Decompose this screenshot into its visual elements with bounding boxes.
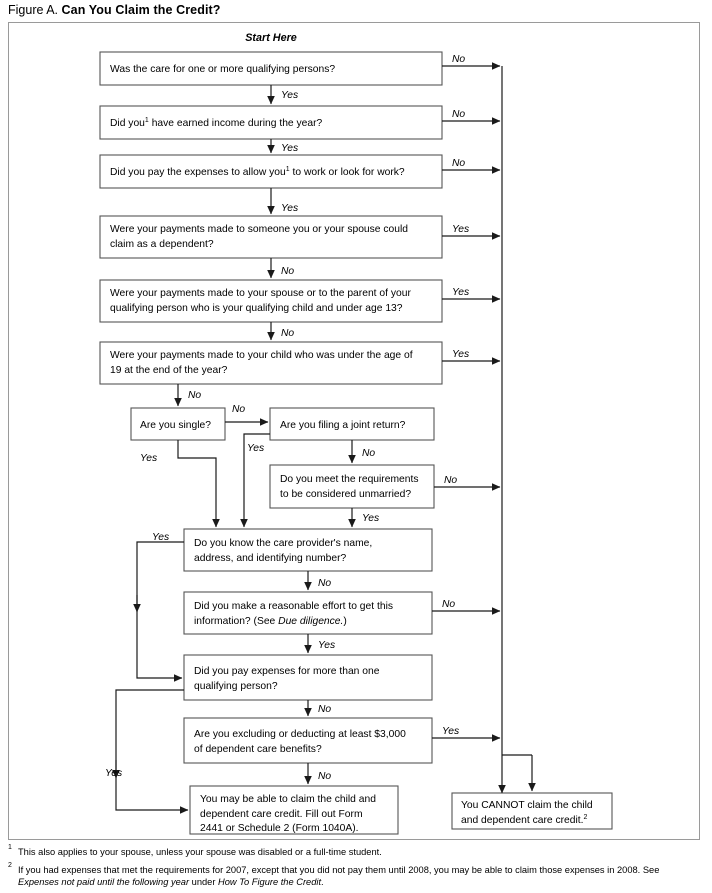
- q4-text-2: claim as a dependent?: [110, 239, 214, 250]
- figure-title: Figure A. Can You Claim the Credit?: [8, 3, 221, 17]
- arrow-q8-yes-q10: [240, 433, 270, 528]
- q1-text: Was the care for one or more qualifying …: [110, 64, 335, 75]
- q3-text: Did you pay the expenses to allow you1 t…: [110, 166, 405, 178]
- label-q9-no: No: [444, 475, 457, 486]
- q10-text-2: address, and identifying number?: [194, 553, 347, 564]
- label-q3-yes: Yes: [281, 203, 298, 214]
- arrow-q7-yes-q10: [177, 440, 220, 528]
- q5-text: Were your payments made to your spouse o…: [110, 288, 411, 299]
- label-q5-no: No: [281, 328, 294, 339]
- label-q8-yes: Yes: [247, 443, 264, 454]
- label-q8-no: No: [362, 448, 375, 459]
- footnote-2: 2 If you had expenses that met the requi…: [8, 861, 708, 889]
- label-q12-yes: Yes: [105, 768, 122, 779]
- no-outcome-text: You CANNOT claim the child: [461, 800, 593, 811]
- q2-text: Did you1 have earned income during the y…: [110, 117, 323, 129]
- label-q13-yes: Yes: [442, 726, 459, 737]
- footnote-2-part1: If you had expenses that met the require…: [18, 864, 660, 875]
- label-q13-no: No: [318, 771, 331, 782]
- q9-text: Do you meet the requirements: [280, 474, 419, 485]
- start-here-label: Start Here: [245, 32, 297, 44]
- q13-text: Are you excluding or deducting at least …: [194, 729, 406, 740]
- figure-label: Figure A.: [8, 3, 59, 17]
- label-q10-yes: Yes: [152, 532, 169, 543]
- label-q11-yes: Yes: [318, 640, 335, 651]
- q6-text: Were your payments made to your child wh…: [110, 350, 413, 361]
- q5-text-2: qualifying person who is your qualifying…: [110, 303, 403, 314]
- label-q12-no: No: [318, 704, 331, 715]
- footnote-2-end: .: [321, 877, 324, 888]
- box-q11: [183, 591, 433, 635]
- box-q12: [183, 654, 433, 701]
- no-outcome-text-2: and dependent care credit.2: [461, 814, 588, 826]
- footnote-1: 1 This also applies to your spouse, unle…: [8, 844, 708, 859]
- box-q5: [99, 279, 443, 323]
- yes-outcome-text: You may be able to claim the child and: [200, 794, 376, 805]
- label-q10-no: No: [318, 578, 331, 589]
- q6-text-2: 19 at the end of the year?: [110, 365, 228, 376]
- q4-text: Were your payments made to someone you o…: [110, 224, 408, 235]
- q7-text: Are you single?: [140, 420, 211, 431]
- footnote-2-italic-2: How To Figure the Credit: [218, 877, 322, 888]
- arrow-q12-yes-outcome: [115, 689, 189, 814]
- label-q9-yes: Yes: [362, 513, 379, 524]
- label-q4-yes: Yes: [452, 224, 469, 235]
- q9-text-2: to be considered unmarried?: [280, 489, 411, 500]
- label-q2-yes: Yes: [281, 143, 298, 154]
- box-q9: [269, 464, 435, 509]
- footnotes: 1 This also applies to your spouse, unle…: [8, 844, 708, 893]
- box-q6: [99, 341, 443, 385]
- figure-heading: Can You Claim the Credit?: [61, 3, 221, 17]
- yes-outcome-text-2: dependent care credit. Fill out Form: [200, 809, 363, 820]
- label-q11-no: No: [442, 599, 455, 610]
- footnote-2-mark: 2: [8, 861, 12, 869]
- q8-text: Are you filing a joint return?: [280, 420, 406, 431]
- footnote-2-mid: under: [189, 877, 219, 888]
- box-q2: [99, 105, 443, 140]
- footnote-2-italic-1: Expenses not paid until the following ye…: [18, 877, 190, 888]
- label-q7-yes: Yes: [140, 453, 157, 464]
- label-q7-no: No: [232, 404, 245, 415]
- box-q1: [99, 51, 443, 86]
- q13-text-2: of dependent care benefits?: [194, 744, 322, 755]
- label-q5-yes: Yes: [452, 287, 469, 298]
- label-q6-no: No: [188, 390, 201, 401]
- box-q13: [183, 717, 433, 764]
- label-q4-no: No: [281, 266, 294, 277]
- footnote-1-text: This also applies to your spouse, unless…: [18, 847, 382, 857]
- label-q2-no: No: [452, 109, 465, 120]
- q10-text: Do you know the care provider's name,: [194, 538, 372, 549]
- q11-text: Did you make a reasonable effort to get …: [194, 601, 393, 612]
- q12-text: Did you pay expenses for more than one: [194, 666, 380, 677]
- label-q1-no: No: [452, 54, 465, 65]
- q11-text-2: information? (See Due diligence.): [194, 616, 347, 627]
- box-q4: [99, 215, 443, 259]
- label-q1-yes: Yes: [281, 90, 298, 101]
- q12-text-2: qualifying person?: [194, 681, 278, 692]
- box-no-outcome: [451, 792, 613, 830]
- box-q8: [269, 407, 435, 441]
- box-yes-outcome: [189, 785, 399, 835]
- label-q3-no: No: [452, 158, 465, 169]
- box-q10: [183, 528, 433, 572]
- box-q3: [99, 154, 443, 189]
- label-q6-yes: Yes: [452, 349, 469, 360]
- arrow-q10-yes-q12: [136, 541, 184, 682]
- footnote-1-mark: 1: [8, 844, 12, 851]
- yes-outcome-text-3: 2441 or Schedule 2 (Form 1040A).: [200, 823, 359, 834]
